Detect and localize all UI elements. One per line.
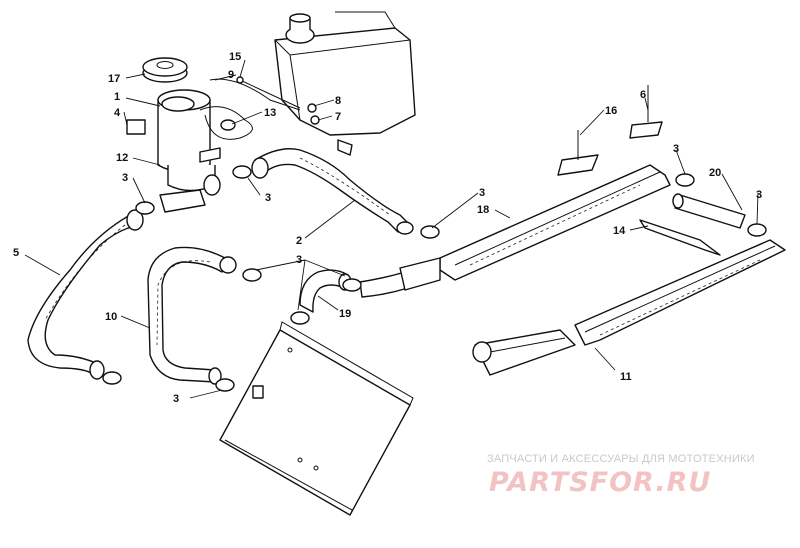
callout-6: 6 (640, 89, 646, 101)
coolant-tube-lower (472, 239, 786, 376)
mounting-bracket (639, 219, 721, 256)
callout-8: 8 (335, 95, 341, 107)
watermark-tagline: ЗАПЧАСТИ И АКСЕССУАРЫ ДЛЯ МОТОТЕХНИКИ (487, 453, 755, 465)
vent-hose (199, 78, 301, 140)
callout-11: 11 (620, 371, 632, 383)
coolant-reservoir-tank (274, 11, 416, 156)
callout-20: 20 (709, 167, 721, 179)
left-coolant-hose (27, 209, 144, 380)
watermark: ЗАПЧАСТИ И АКСЕССУАРЫ ДЛЯ МОТОТЕХНИКИ PA… (487, 453, 787, 503)
upper-coolant-hose (251, 148, 414, 235)
leader-lines (24, 59, 759, 399)
coolant-tube-upper (399, 164, 671, 291)
middle-u-hose (147, 246, 237, 385)
callout-5: 5 (13, 247, 19, 259)
callout-13: 13 (264, 107, 276, 119)
callout-16: 16 (605, 105, 617, 117)
short-elbow-hose (299, 269, 352, 313)
callout-9: 9 (228, 69, 234, 81)
callout-7: 7 (335, 111, 341, 123)
callout-3: 3 (265, 192, 271, 204)
callout-10: 10 (105, 311, 117, 323)
callout-15: 15 (229, 51, 241, 63)
callout-3: 3 (173, 393, 179, 405)
callout-1: 1 (114, 91, 120, 103)
callout-14: 14 (613, 225, 626, 237)
watermark-brand-logo: PARTSFOR.RU (489, 467, 712, 498)
callout-12: 12 (116, 152, 128, 164)
callout-2: 2 (296, 235, 302, 247)
strap-decals (557, 85, 663, 176)
callout-3: 3 (673, 143, 679, 155)
callout-19: 19 (339, 308, 351, 320)
callout-4: 4 (114, 107, 121, 119)
radiator-cap (142, 57, 188, 83)
callout-3: 3 (756, 189, 762, 201)
connector-hose (359, 271, 409, 298)
filler-neck-housing (157, 89, 221, 213)
callout-3: 3 (296, 254, 302, 266)
short-straight-hose (672, 193, 746, 229)
callout-17: 17 (108, 73, 120, 85)
callout-3: 3 (479, 187, 485, 199)
warning-decal (126, 119, 146, 135)
radiator-panel (219, 321, 414, 516)
callout-3: 3 (122, 172, 128, 184)
callout-18: 18 (477, 204, 489, 216)
